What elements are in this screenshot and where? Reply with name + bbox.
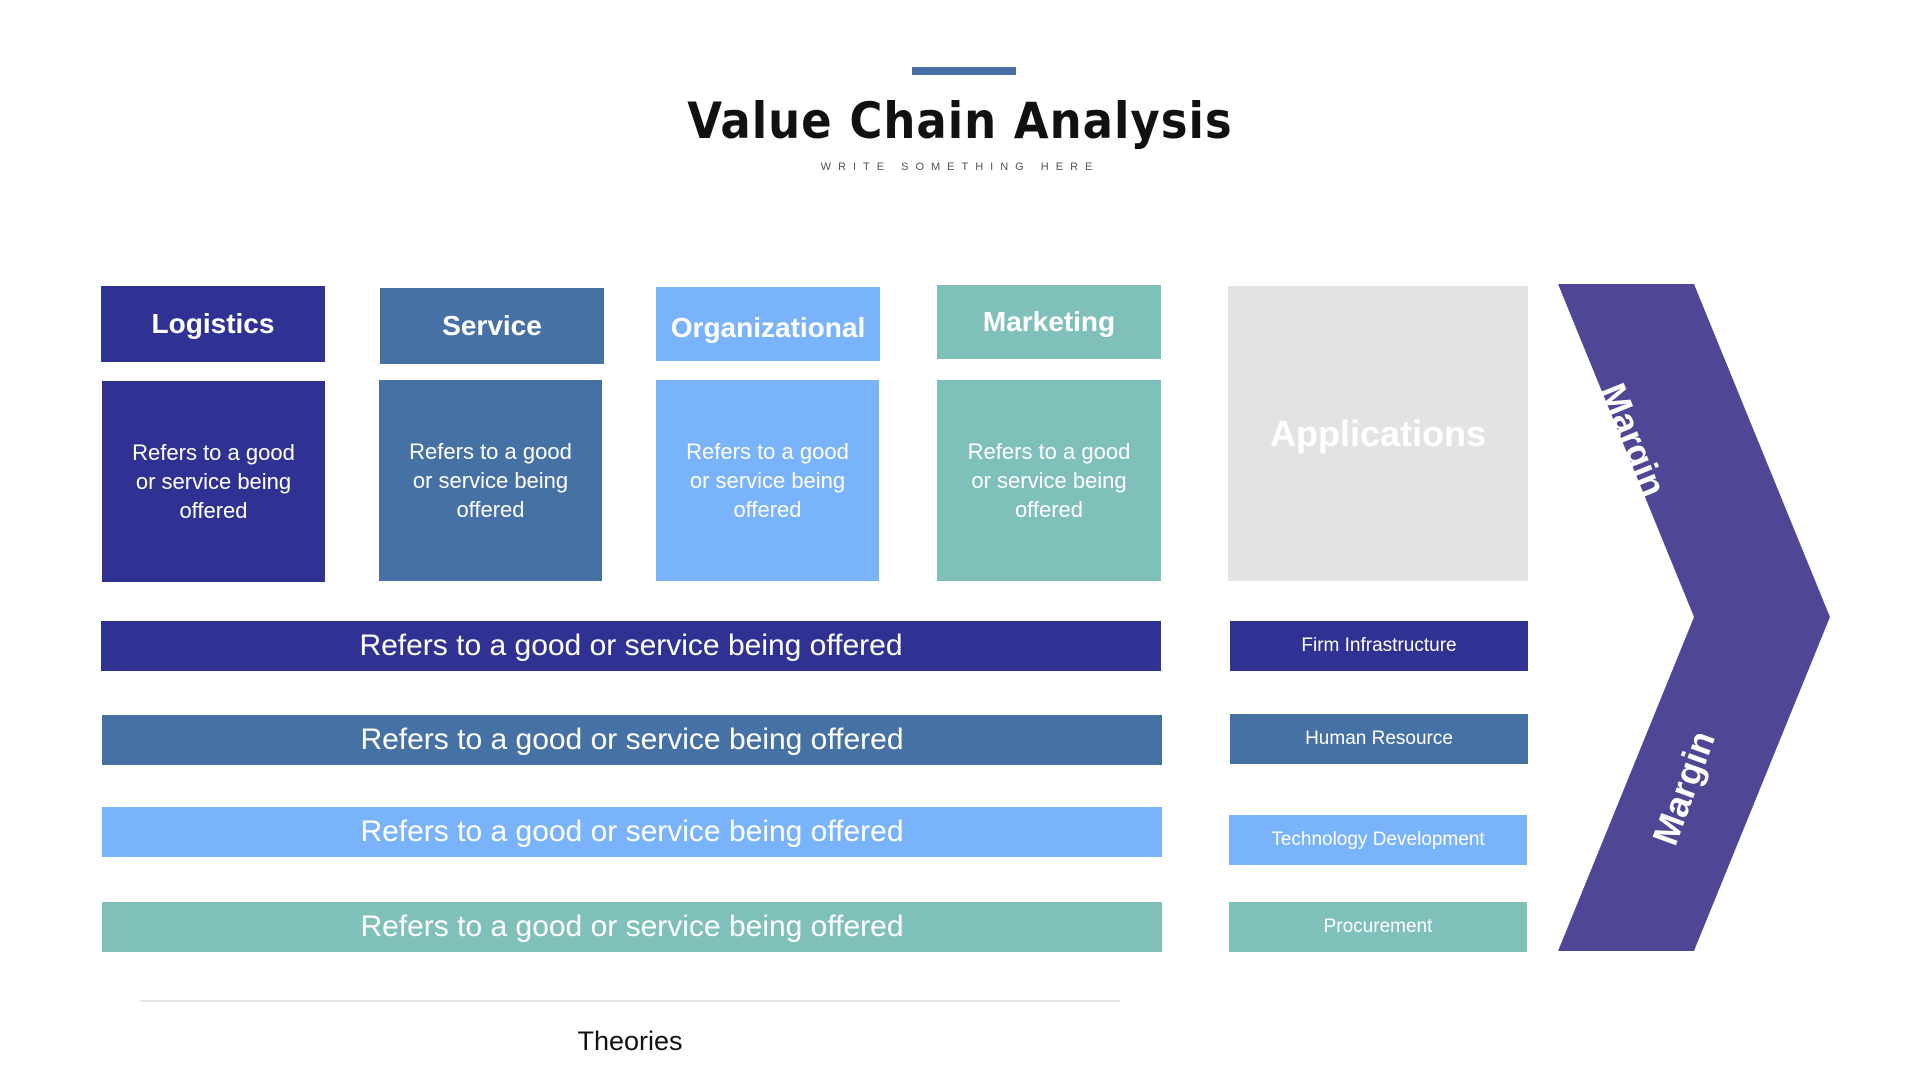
row-4: Refers to a good or service being offere… (102, 902, 1162, 952)
row-2: Refers to a good or service being offere… (102, 715, 1162, 765)
margin-chevron (1558, 284, 1830, 951)
body-organizational: Refers to a good or service being offere… (656, 380, 879, 581)
body-marketing: Refers to a good or service being offere… (937, 380, 1161, 581)
support-human-resource: Human Resource (1230, 714, 1528, 764)
page-title: Value Chain Analysis (687, 92, 1233, 150)
page-subtitle: WRITE SOMETHING HERE (820, 161, 1100, 173)
row-1: Refers to a good or service being offere… (101, 621, 1161, 671)
applications-box: Applications (1228, 286, 1528, 581)
body-logistics: Refers to a good or service being offere… (102, 381, 325, 582)
header-logistics: Logistics (101, 286, 325, 362)
row-3: Refers to a good or service being offere… (102, 807, 1162, 857)
body-service: Refers to a good or service being offere… (379, 380, 602, 581)
support-procurement: Procurement (1229, 902, 1527, 952)
title-accent-bar (912, 67, 1016, 75)
header-marketing: Marketing (937, 285, 1161, 359)
header-organizational: Organizational (656, 287, 880, 361)
footer-label: Theories (577, 1026, 683, 1056)
support-technology-development: Technology Development (1229, 815, 1527, 865)
header-service: Service (380, 288, 604, 364)
support-firm-infrastructure: Firm Infrastructure (1230, 621, 1528, 671)
footer-divider (140, 1000, 1120, 1002)
